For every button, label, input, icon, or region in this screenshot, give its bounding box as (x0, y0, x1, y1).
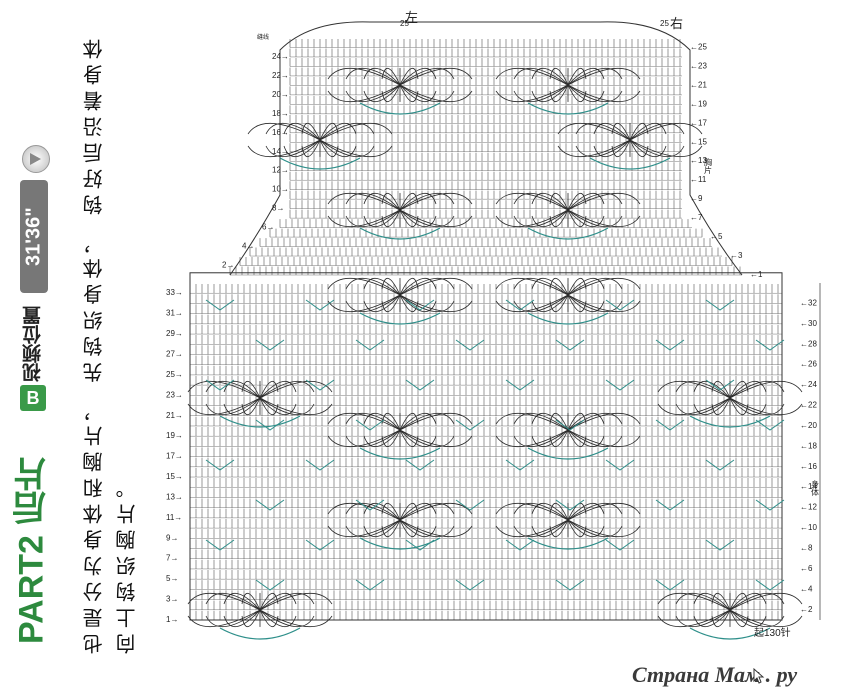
video-time-box: 31'36" (20, 180, 48, 293)
description-line-2: 向上钩织胸片。 (117, 472, 139, 654)
video-position-label: 视频位置 (23, 306, 44, 382)
part-title: 后片 (13, 457, 52, 526)
video-badge: B (20, 385, 46, 411)
crochet-chart: 1→←23→←45→←67→←89→←1011→←1213→←1415→←161… (166, 10, 821, 640)
section-heading: PART2 后片 (10, 418, 54, 644)
video-time: 31'36" (22, 207, 45, 266)
part-label: PART2 (12, 535, 51, 644)
description-line-1: 也是分为身体和胸片， 先钩织身体， 钩好后沿着身体 (84, 32, 106, 654)
play-icon[interactable] (22, 145, 50, 173)
